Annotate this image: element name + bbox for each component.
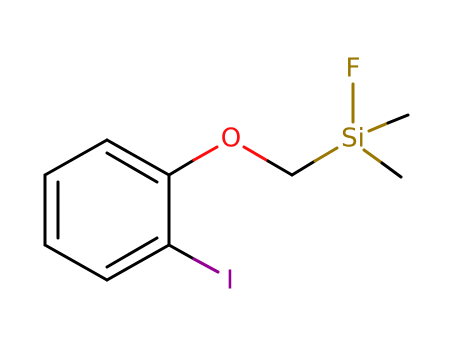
bond-c4-c5-inner (105, 236, 159, 269)
bond-aryl-oxygen (167, 145, 219, 177)
oxygen-atom-label: O (221, 124, 241, 154)
bond-silicon-methyl-upper (367, 113, 410, 133)
bond-c6-c1-inner (105, 151, 159, 184)
fluorine-atom-label: F (346, 54, 361, 84)
silicon-atom-label: Si (341, 124, 365, 154)
bond-oxygen-methylene (242, 145, 294, 177)
bond-methylene-silicon (290, 146, 339, 177)
bond-c6-c1 (105, 138, 171, 177)
bond-aryl-iodine (167, 243, 220, 274)
bond-c3-c4 (43, 243, 109, 282)
benzene-ring (43, 138, 171, 282)
bond-c1-c2 (43, 138, 109, 177)
iodine-atom-label: I (226, 266, 234, 296)
bond-silicon-methyl-lower (362, 148, 403, 179)
bond-c4-c5 (105, 243, 171, 282)
